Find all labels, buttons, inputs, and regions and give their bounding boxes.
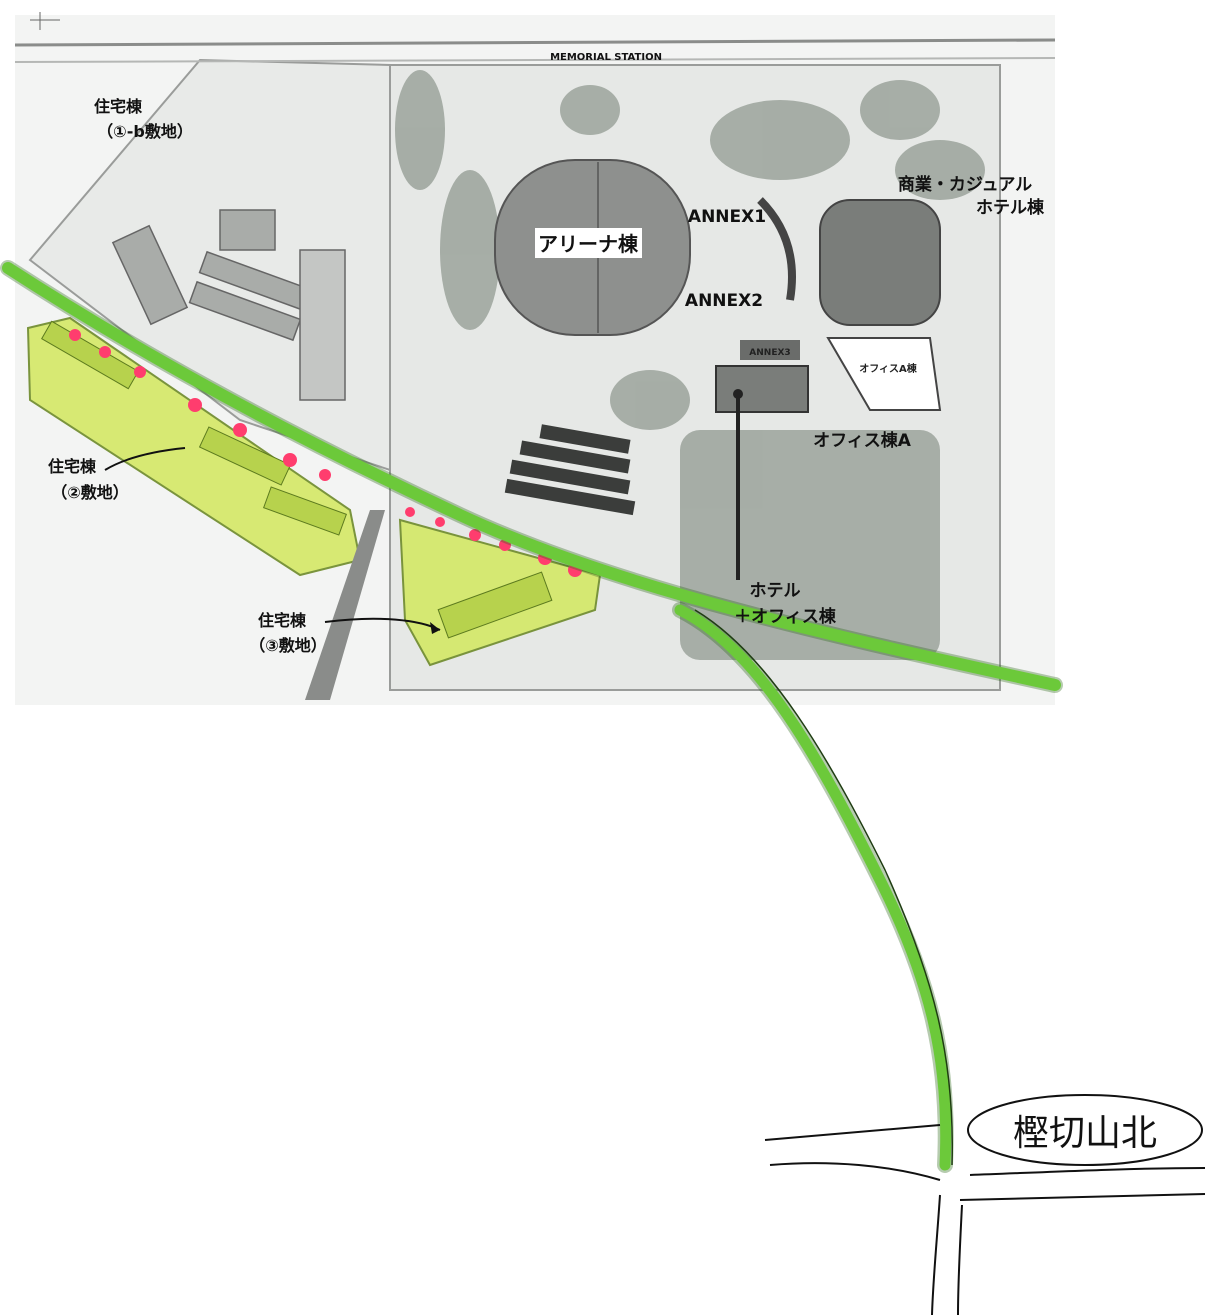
annex2-label: ANNEX2 (685, 291, 763, 311)
residential-2-site-label: （②敷地） (51, 483, 129, 502)
arena-label: アリーナ棟 (538, 232, 639, 256)
intersection-oval (967, 1094, 1203, 1166)
station-label: MEMORIAL STATION (550, 52, 662, 63)
street-tree-markers (69, 329, 582, 577)
annex3-label: ANNEX3 (749, 348, 790, 358)
residential-1b-buildings (111, 209, 346, 401)
residential-2-label: 住宅棟 (48, 457, 97, 476)
hotel-office-label-1: ホテル (750, 581, 801, 601)
commercial-hotel-building (819, 199, 941, 326)
commercial-hotel-label-1: 商業・カジュアル (898, 174, 1032, 195)
residential-3-label: 住宅棟 (258, 611, 307, 630)
hand-drawn-roads (764, 1124, 1206, 1315)
commercial-hotel-label-2: ホテル棟 (976, 197, 1045, 218)
annex-buildings (740, 197, 800, 360)
intersection-label: 樫切山北 (1013, 1113, 1157, 1154)
hotel-office-building (715, 365, 809, 413)
residential-1b-site-label: （①-b敷地） (97, 122, 193, 141)
annex1-label: ANNEX1 (688, 207, 766, 227)
access-road (305, 510, 385, 700)
office-a-building (826, 337, 942, 411)
residential-1b-label: 住宅棟 (94, 97, 143, 116)
residential-2-buildings (41, 320, 347, 536)
arrow-residential-2 (104, 447, 186, 471)
hotel-office-label-2: ＋オフィス棟 (734, 606, 837, 627)
vegetation (395, 70, 985, 660)
office-a-label: オフィス棟A (813, 430, 912, 451)
parking-area (504, 424, 636, 516)
arena-building: アリーナ棟 (494, 159, 691, 336)
office-a-inner-label: オフィスA棟 (859, 362, 918, 375)
residential-3-site-label: （③敷地） (249, 636, 327, 655)
